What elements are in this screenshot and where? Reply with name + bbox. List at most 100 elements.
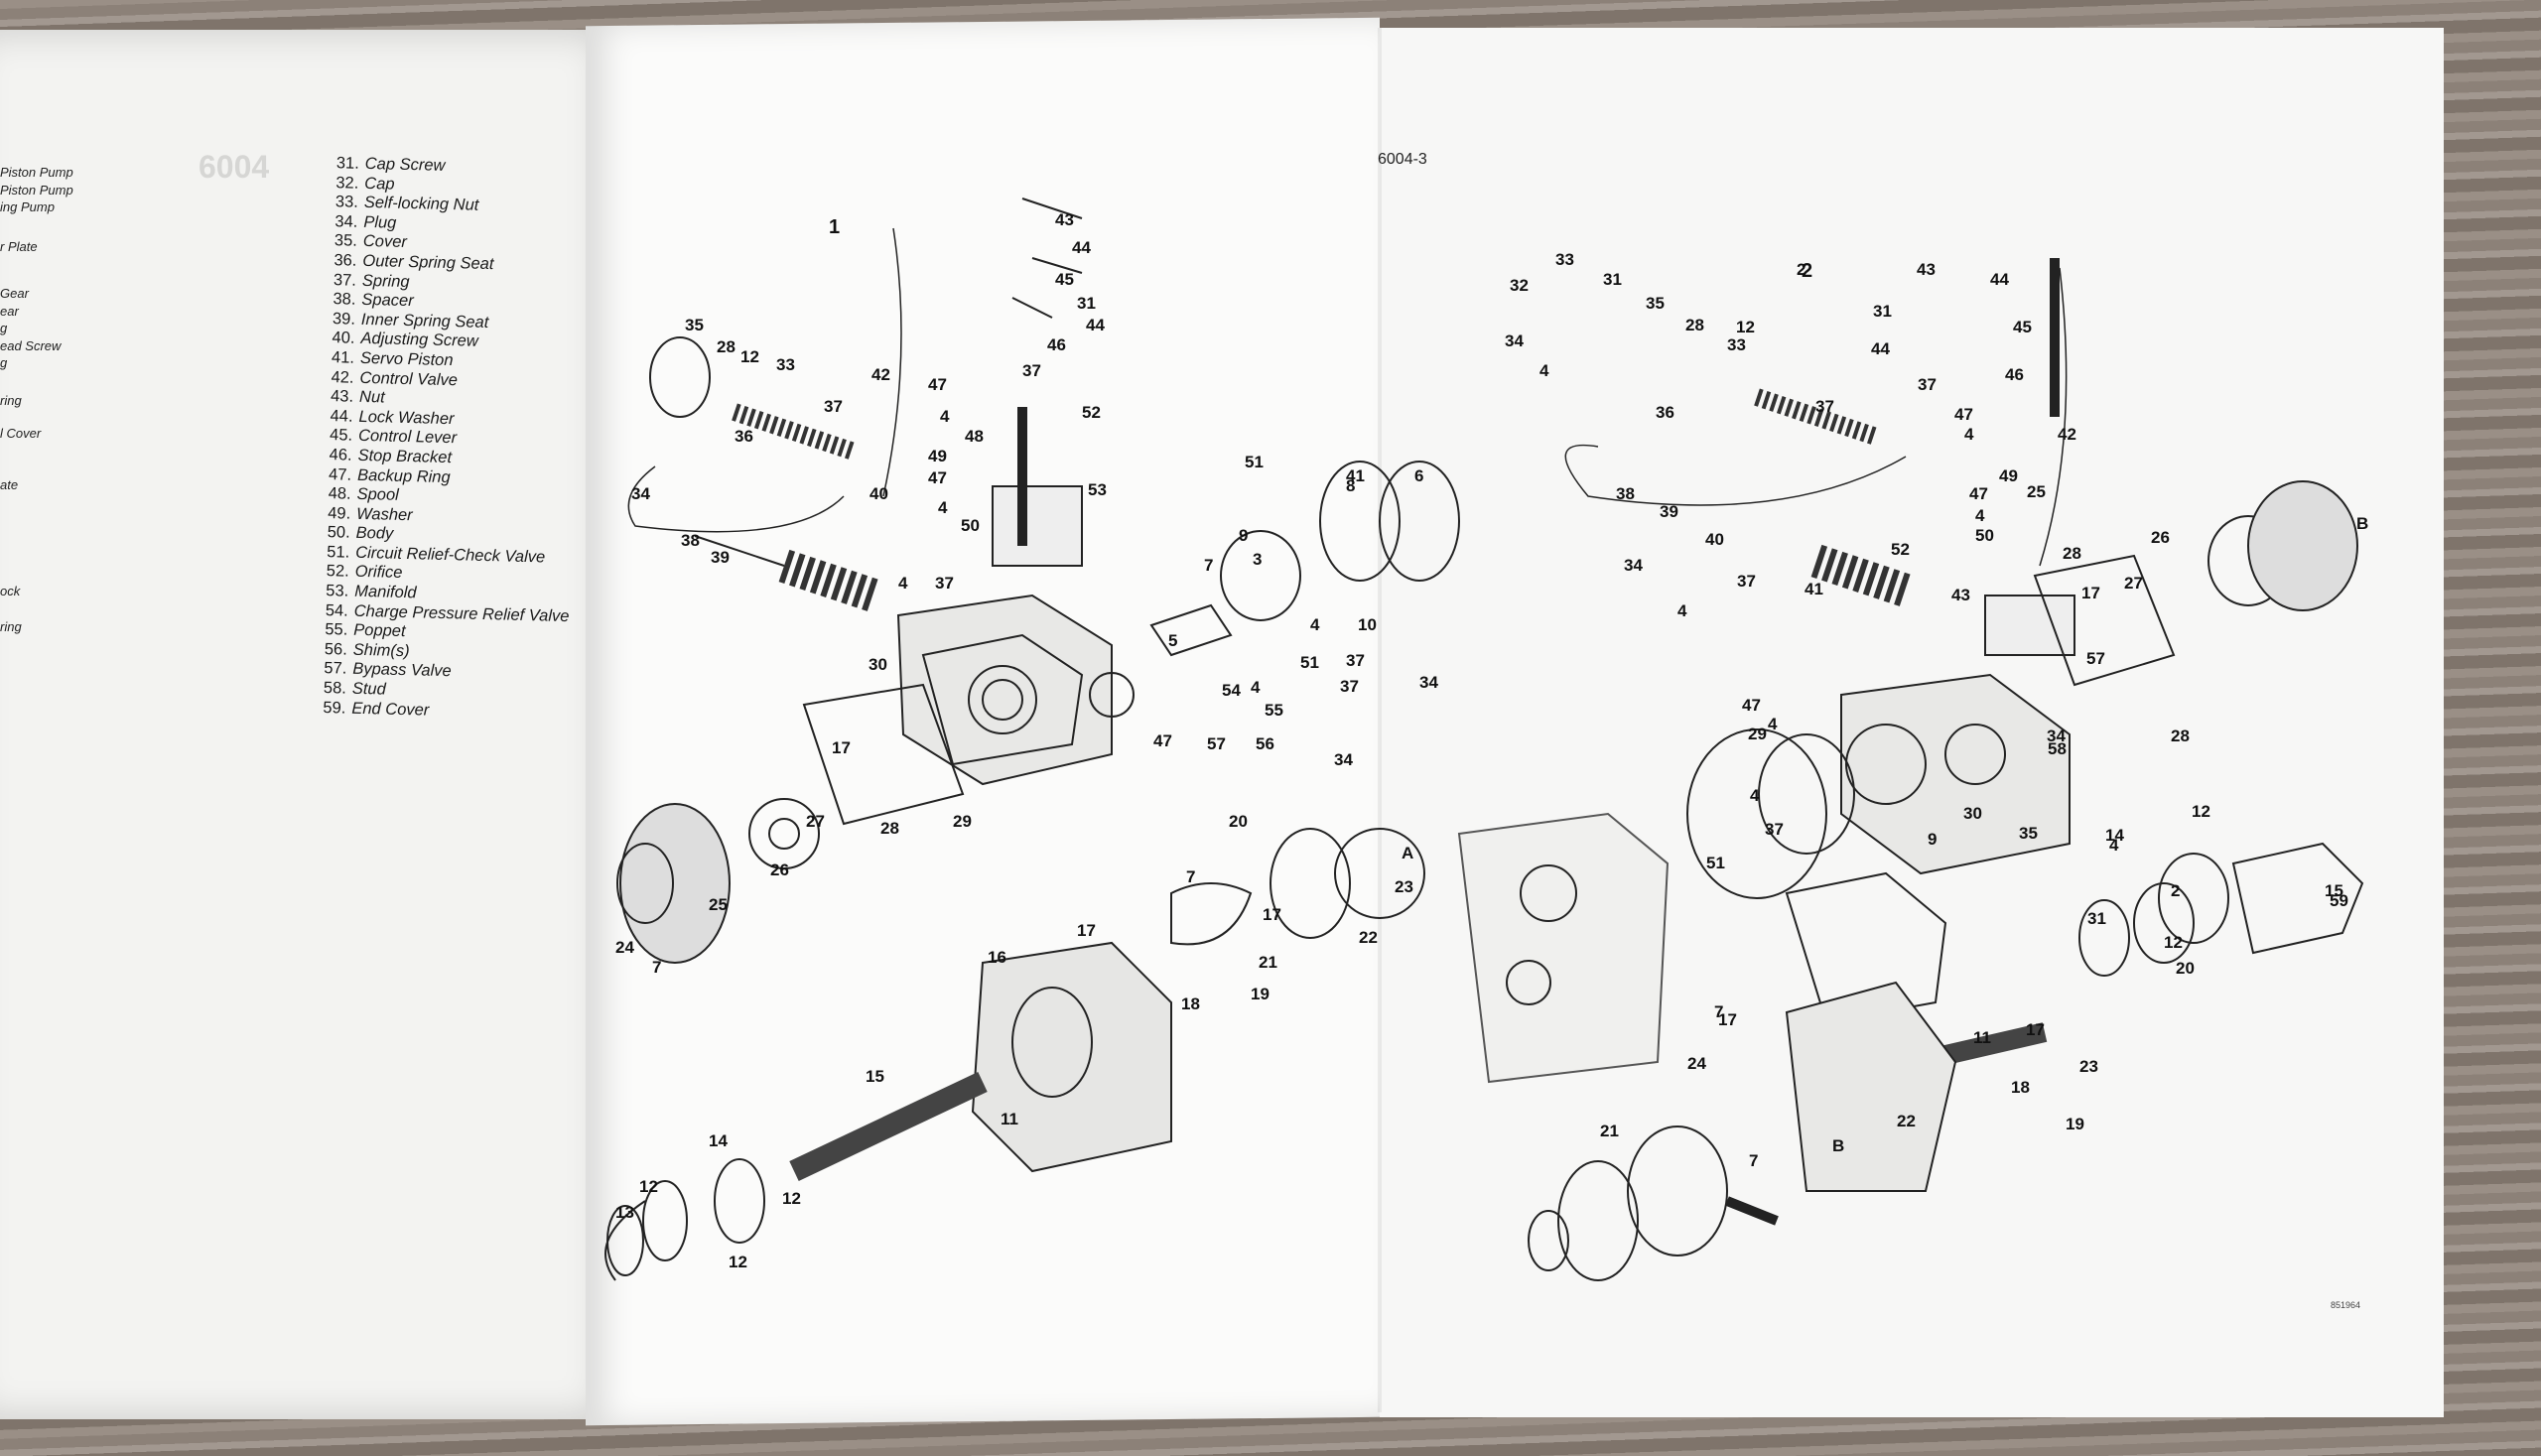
callout-number: 50	[961, 516, 980, 535]
figure-label-2: 2	[1802, 260, 1813, 282]
callout-number: 14	[2105, 826, 2124, 845]
callout-number: 44	[1086, 316, 1105, 334]
shaft-right	[1785, 842, 2364, 1192]
callout-number: 14	[709, 1131, 728, 1150]
callout-number: 7	[1714, 1002, 1724, 1021]
callout-number: 28	[1685, 316, 1704, 334]
callout-number: 52	[1891, 540, 1910, 559]
callout-number: 40	[869, 484, 888, 503]
callout-number: 39	[1660, 502, 1678, 521]
callout-number: 35	[2019, 824, 2038, 843]
callout-number: 33	[1727, 335, 1746, 354]
callout-number: 19	[1251, 985, 1270, 1003]
callout-number: 47	[928, 468, 947, 487]
control-valve-left	[882, 198, 1083, 567]
callout-number: 55	[1265, 701, 1283, 720]
callout-number: 45	[2013, 318, 2032, 336]
callout-number: 34	[2047, 727, 2066, 745]
callout-number: 47	[1969, 484, 1988, 503]
callout-number: 39	[711, 548, 730, 567]
servo-piston-left	[694, 535, 879, 612]
callout-number: 2	[1797, 260, 1806, 279]
callout-number: 4	[938, 498, 948, 517]
callout-number: 44	[1072, 238, 1091, 257]
callout-number: 12	[2164, 933, 2183, 952]
callout-number: 21	[1600, 1122, 1619, 1140]
callout-number: 17	[1263, 905, 1281, 924]
callout-number: 58	[2048, 739, 2067, 758]
callout-number: 9	[1239, 526, 1249, 545]
callout-number: 26	[2151, 528, 2170, 547]
callout-number: 38	[681, 531, 700, 550]
legend-fragment: ear	[0, 303, 19, 319]
callout-number: 51	[1245, 453, 1264, 471]
legend-fragment: ing Pump	[0, 199, 55, 214]
callout-number: 25	[2027, 482, 2046, 501]
callout-number: 51	[1706, 854, 1725, 872]
callout-number: 31	[2087, 909, 2106, 928]
callout-number: 7	[1749, 1151, 1759, 1170]
callout-number: 43	[1917, 260, 1936, 279]
callout-number: 34	[1334, 750, 1353, 769]
callout-number: 3	[1253, 550, 1263, 569]
legend-fragment: Piston Pump	[0, 182, 73, 198]
callout-number: 22	[1359, 928, 1378, 947]
callout-number: 57	[2086, 649, 2105, 668]
callout-number: 36	[1656, 403, 1674, 422]
callout-number: 4	[1251, 678, 1261, 697]
callout-number: 56	[1256, 734, 1274, 753]
page-number: 6004-3	[1378, 151, 1427, 168]
callout-number: 40	[1705, 530, 1724, 549]
callout-number: 12	[1736, 318, 1755, 336]
callout-number: 36	[735, 427, 753, 446]
callout-number: 37	[1022, 361, 1041, 380]
callout-number: 15	[866, 1067, 884, 1086]
legend-fragment: Gear	[0, 286, 29, 301]
callout-number: A	[1402, 844, 1414, 862]
servo-spring-left	[627, 336, 857, 533]
legend-fragment: Piston Pump	[0, 165, 73, 180]
callout-number: 4	[940, 407, 950, 426]
callout-number: 19	[2066, 1115, 2084, 1133]
callout-number: 52	[1082, 403, 1101, 422]
legend-fragment: ock	[0, 584, 21, 598]
callout-number: 16	[988, 948, 1006, 967]
bleed-through-text: 6004	[199, 149, 270, 185]
legend-fragment: ring	[0, 392, 22, 408]
callout-number: 12	[782, 1189, 801, 1208]
callout-number: 42	[2058, 425, 2076, 444]
shaft-left	[604, 1072, 988, 1281]
callout-number: 37	[1815, 397, 1834, 416]
drive-unit-right	[1457, 812, 1670, 1084]
legend-fragment: ring	[0, 618, 22, 634]
callout-number: 4	[2109, 836, 2119, 855]
callout-number: 37	[1346, 651, 1365, 670]
callout-number: 43	[1951, 586, 1970, 604]
callout-number: 33	[1555, 250, 1574, 269]
callout-number: 18	[2011, 1078, 2030, 1097]
callout-number: 49	[1999, 466, 2018, 485]
callout-number: 13	[615, 1203, 634, 1222]
callout-number: 23	[1395, 877, 1413, 896]
callout-number: 22	[1897, 1112, 1916, 1130]
callout-number: 27	[2124, 574, 2143, 593]
callout-number: 33	[776, 355, 795, 374]
callout-number: 30	[1963, 804, 1982, 823]
legend-fragment: g	[0, 355, 8, 370]
callout-number: 44	[1990, 270, 2009, 289]
callout-number: 35	[1646, 294, 1665, 313]
callout-number: 49	[928, 447, 947, 465]
callout-number: 37	[824, 397, 843, 416]
callout-number: 4	[1310, 615, 1320, 634]
callout-number: 51	[1300, 653, 1319, 672]
callout-number: 41	[1346, 466, 1365, 485]
callout-number: 38	[1616, 484, 1635, 503]
callout-number: 47	[1742, 696, 1761, 715]
callout-number: 17	[2026, 1020, 2045, 1039]
callout-number: 47	[1153, 731, 1172, 750]
callout-number: 23	[2079, 1057, 2098, 1076]
charge-pump-left	[1149, 461, 1460, 657]
drawing-code: 851964	[2331, 1300, 2361, 1310]
callout-number: 12	[729, 1253, 747, 1271]
